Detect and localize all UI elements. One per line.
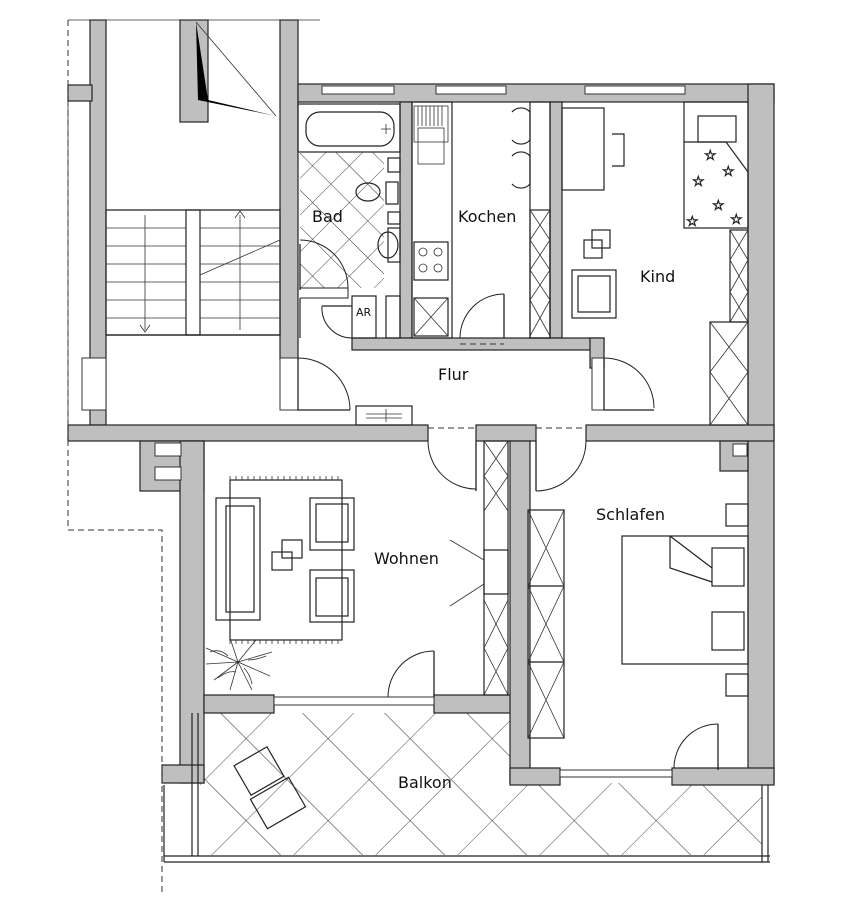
svg-text:☆: ☆ [722, 164, 735, 180]
kind-door[interactable] [603, 357, 655, 411]
balcony-chair [233, 745, 307, 830]
armchair-top [309, 497, 355, 551]
kind-wardrobe [709, 321, 749, 426]
svg-text:☆: ☆ [712, 198, 725, 214]
nightstand-top [725, 503, 749, 527]
room-label-bad: Bad [312, 207, 343, 226]
room-label-kind: Kind [640, 267, 675, 286]
washbasin-icon [377, 227, 401, 263]
child-bed: ☆ ☆ ☆ ☆ ☆ ☆ [683, 101, 749, 230]
balcony-floor [200, 713, 762, 855]
kitchen-counter [411, 101, 453, 339]
bathtub [297, 103, 401, 153]
armchair-bottom [309, 569, 355, 623]
living-door[interactable] [427, 427, 477, 491]
bedroom-balcony-door[interactable] [673, 723, 719, 770]
rug [229, 476, 343, 644]
bedroom-door[interactable] [535, 427, 587, 492]
sofa [215, 497, 261, 621]
kitchen-door[interactable] [459, 293, 505, 345]
walls [67, 19, 775, 786]
radiator [355, 405, 413, 426]
svg-text:☆: ☆ [692, 174, 705, 190]
room-label-schlafen: Schlafen [596, 505, 665, 524]
toilet-icon [355, 181, 399, 205]
room-label-balkon: Balkon [398, 773, 452, 792]
storage-ar: AR [321, 295, 377, 339]
double-bed [621, 535, 749, 665]
wardrobe [527, 509, 565, 739]
nightstand-bottom [725, 673, 749, 697]
wall-openings [81, 85, 748, 778]
room-label-wohnen: Wohnen [374, 549, 439, 568]
kind-shelf [729, 229, 749, 323]
kind-armchair [571, 269, 617, 319]
room-label-flur: Flur [438, 365, 469, 384]
kind-side-table [583, 229, 611, 259]
staircase [105, 21, 281, 336]
balcony-door[interactable] [387, 650, 435, 698]
balcony-railing [163, 713, 770, 863]
wall-unit [449, 440, 509, 696]
building-outline [67, 19, 320, 895]
bath-door[interactable] [299, 239, 349, 338]
kitchen-shelf [511, 101, 551, 339]
shaft [385, 295, 401, 339]
entrance-door[interactable] [297, 357, 351, 411]
room-label-kochen: Kochen [458, 207, 516, 226]
svg-text:☆: ☆ [730, 212, 743, 228]
svg-text:☆: ☆ [704, 148, 717, 164]
bath-outlet [387, 157, 401, 173]
desk [561, 107, 625, 191]
ar-label: AR [356, 306, 372, 319]
coffee-table [271, 539, 303, 571]
bath-cabinet [387, 211, 401, 225]
svg-text:☆: ☆ [686, 214, 699, 230]
plant-icon [205, 637, 273, 691]
